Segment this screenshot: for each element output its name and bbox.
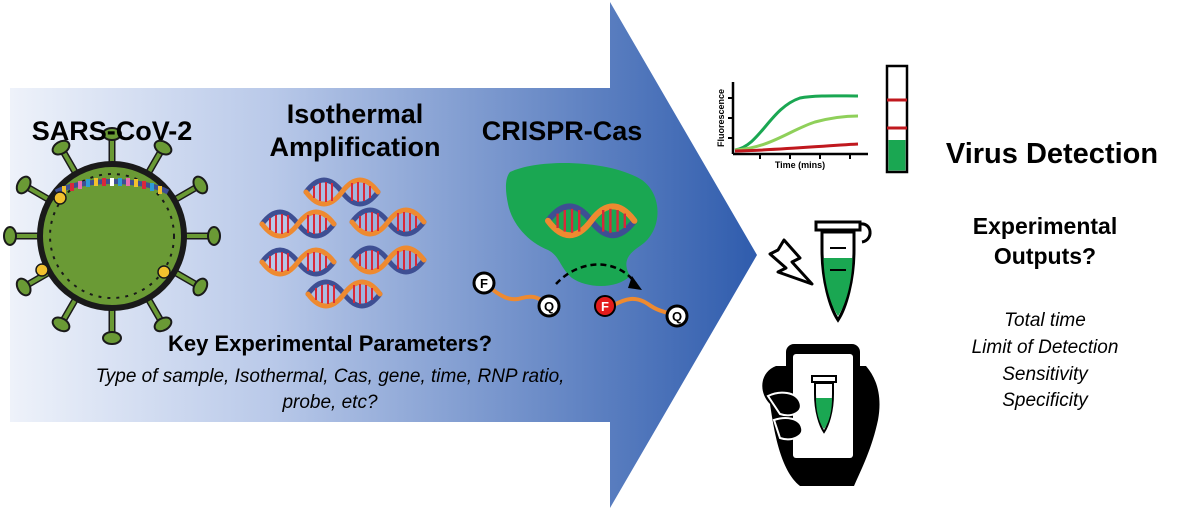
smartphone-hand-icon [762,344,880,486]
output-item: Specificity [1002,390,1089,411]
fluorescence-chart-icon: Fluorescence Time (mins) [716,82,868,170]
output-item: Sensitivity [1002,364,1089,385]
virus-label: SARS-CoV-2 [32,116,193,146]
key-params-title: Key Experimental Parameters? [168,331,492,356]
cas-protein-icon [505,162,658,286]
virus-icon [4,128,220,344]
chart-xlabel: Time (mins) [775,160,825,170]
outputs-label-line1: Experimental [973,213,1117,239]
virus-detection-label: Virus Detection [946,138,1158,170]
reporter-probe-icon: F Q F Q [472,263,689,328]
lateral-flow-strip-icon [885,64,909,174]
test-tube-icon [814,220,872,323]
cleaved-quencher-label: Q [672,309,682,324]
crispr-label: CRISPR-Cas [482,116,643,146]
output-item: Limit of Detection [972,337,1119,358]
output-item: Total time [1004,310,1086,331]
curve-negative [734,142,859,153]
key-params-line1: Type of sample, Isothermal, Cas, gene, t… [96,366,565,387]
curve-positive-low [734,114,859,152]
cleaved-fluorophore-label: F [601,299,609,314]
amplification-label-line2: Amplification [269,132,440,162]
curve-positive-high [734,94,859,152]
chart-ylabel: Fluorescence [716,89,726,147]
key-params-line2: probe, etc? [281,392,377,413]
fluorophore-label: F [480,276,488,291]
lightning-icon [768,238,814,286]
outputs-label-line2: Outputs? [994,243,1096,269]
quencher-label: Q [544,299,554,314]
amplification-label-line1: Isothermal [287,99,424,129]
